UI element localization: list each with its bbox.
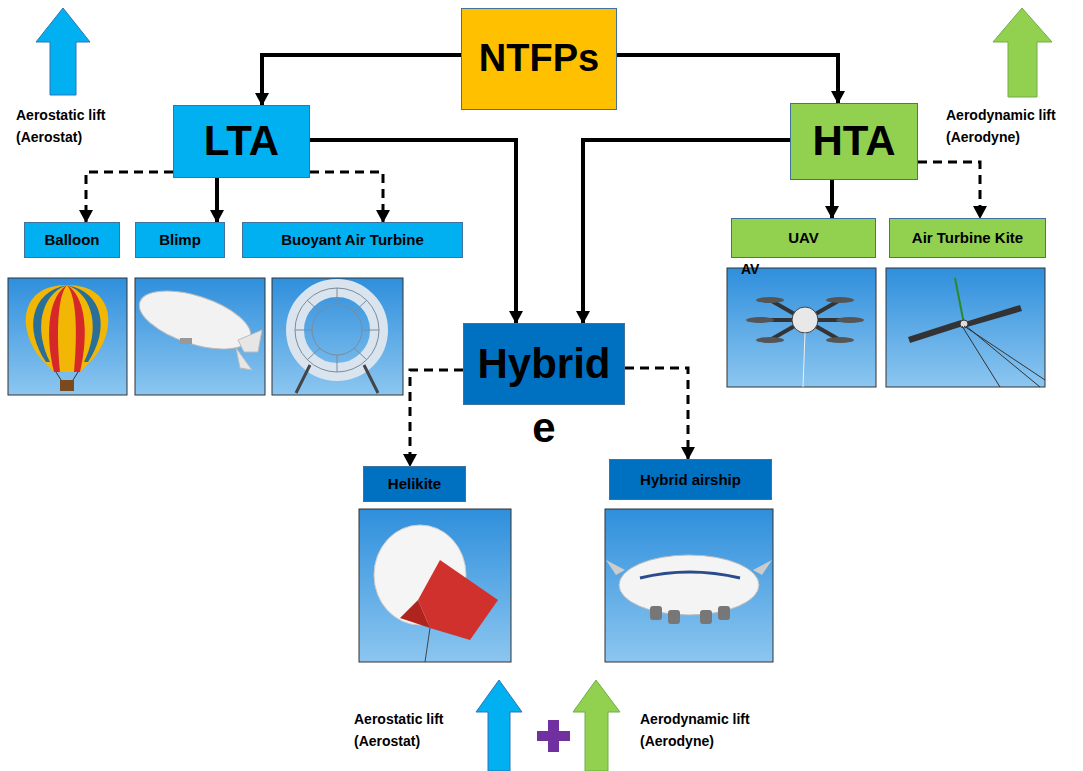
lift-label: Aerostatic lift (Aerostat) [354, 708, 466, 753]
root-box: NTFPs [461, 8, 617, 110]
balloon-photo [8, 278, 127, 395]
node-title: Air Turbine Kite [912, 229, 1023, 246]
dashed-arrow [918, 162, 980, 218]
category-box: LTA [173, 105, 310, 178]
type-box: Helikite [363, 466, 466, 502]
solid-arrow [215, 178, 219, 222]
solid-arrow [830, 180, 834, 218]
node-title: Blimp [159, 231, 201, 248]
plus-sign [537, 720, 570, 752]
type-box: Hybrid airship [609, 459, 772, 500]
type-box: UAV [731, 218, 876, 258]
type-box: Balloon [24, 222, 120, 258]
dashed-arrow [625, 368, 688, 459]
node-title: NTFPs [479, 37, 599, 81]
turbine-photo [272, 278, 403, 395]
lift-label: Aerodynamic lift (Aerodyne) [640, 708, 770, 753]
uav-photo [727, 268, 876, 387]
hybrid-airship-photo [605, 509, 773, 662]
node-title: LTA [204, 117, 279, 165]
node-title: Balloon [45, 231, 100, 248]
category-box: HTA [790, 103, 918, 180]
type-box: Buoyant Air Turbine [242, 222, 463, 258]
lift-arrow [476, 680, 522, 771]
node-title: Hybrid [477, 340, 610, 388]
dashed-arrow [410, 370, 463, 466]
lift-arrow [993, 8, 1052, 97]
node-suffix: e [532, 404, 555, 452]
node-title: Buoyant Air Turbine [281, 231, 424, 248]
node-title: HTA [812, 117, 895, 165]
lift-label: Aerostatic lift (Aerostat) [16, 104, 134, 149]
solid-arrow [617, 55, 838, 103]
node-title: Helikite [388, 475, 441, 492]
blimp-photo [132, 278, 265, 395]
type-box: Blimp [135, 222, 225, 258]
category-box: Hybride [463, 323, 625, 405]
lift-label: Aerodynamic lift (Aerodyne) [946, 104, 1078, 149]
lift-arrow [36, 8, 90, 95]
helikite-photo [359, 509, 511, 662]
node-title: Hybrid airship [640, 471, 741, 488]
dashed-arrow [310, 172, 383, 222]
lift-label: AV [741, 258, 771, 280]
type-box: Air Turbine Kite [889, 218, 1046, 258]
dashed-arrow [86, 172, 173, 222]
solid-arrow [262, 55, 461, 105]
kite-photo [886, 268, 1045, 387]
node-title: UAV [788, 229, 819, 246]
lift-arrow [573, 680, 620, 771]
